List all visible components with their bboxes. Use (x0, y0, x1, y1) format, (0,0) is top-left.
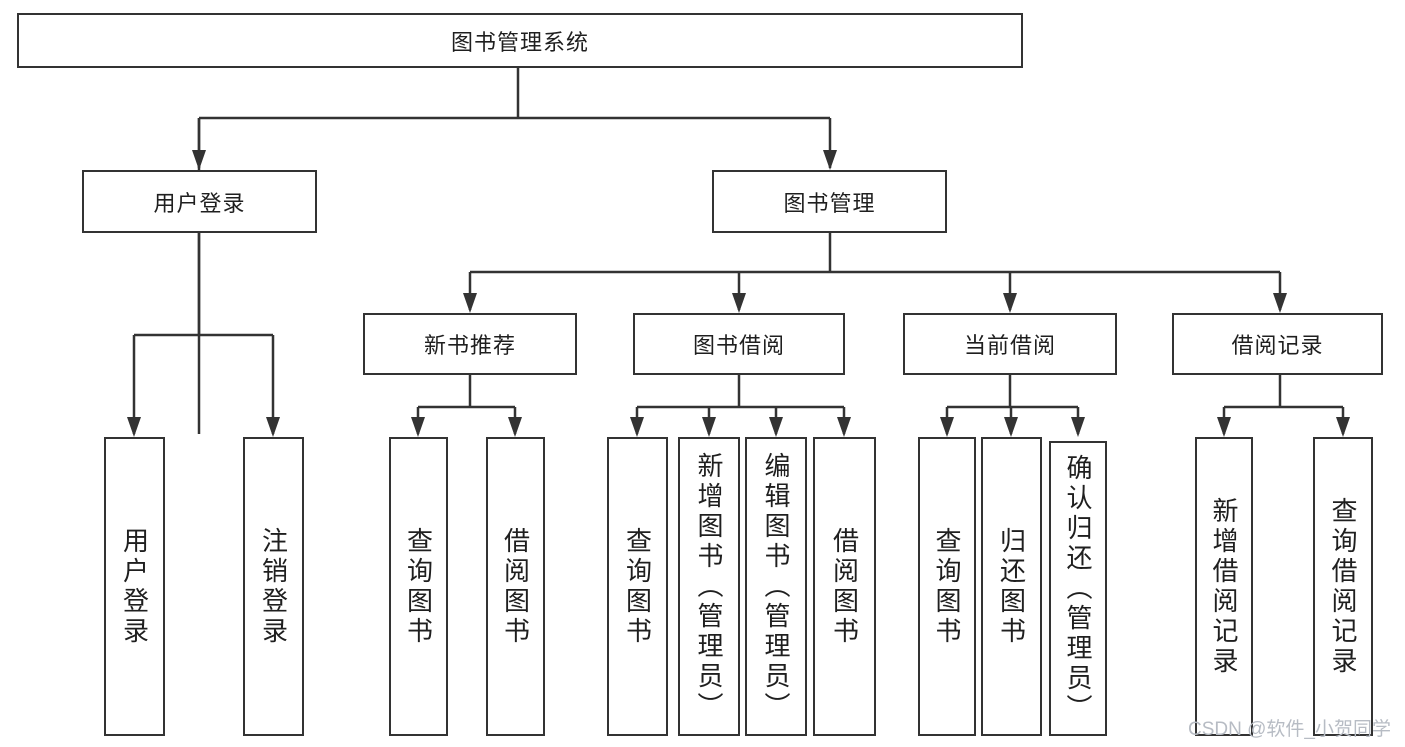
node-label: 当前借阅 (963, 333, 1056, 358)
leaf-user-login: 用户登录 (104, 437, 165, 736)
node-label: 新书推荐 (423, 333, 516, 358)
node-label: 新增借阅记录 (1209, 496, 1239, 677)
leaf-logout: 注销登录 (243, 437, 304, 736)
node-label: 图书管理 (783, 190, 876, 216)
node-book-management-branch: 图书管理 (712, 170, 947, 233)
node-label: 确认归还（管理员） (1063, 453, 1093, 724)
node-label: 查询图书 (932, 526, 962, 647)
leaf-query-books-2: 查询图书 (607, 437, 668, 736)
node-label: 借阅图书 (500, 526, 531, 647)
leaf-borrow-books-2: 借阅图书 (813, 437, 876, 736)
node-label: 注销登录 (258, 526, 289, 647)
leaf-query-books-3: 查询图书 (918, 437, 976, 736)
leaf-query-borrow-record: 查询借阅记录 (1313, 437, 1373, 736)
csdn-watermark: CSDN @软件_小贺同学 (1188, 719, 1391, 740)
leaf-return-books: 归还图书 (981, 437, 1042, 736)
leaf-edit-books-admin: 编辑图书（管理员） (745, 437, 807, 736)
node-label: 借阅图书 (829, 526, 860, 647)
node-book-borrowing: 图书借阅 (633, 313, 845, 375)
node-label: 查询图书 (403, 526, 434, 647)
node-current-borrowing: 当前借阅 (903, 313, 1117, 375)
leaf-borrow-books-1: 借阅图书 (486, 437, 545, 736)
node-library-management-system: 图书管理系统 (17, 13, 1023, 68)
node-label: 归还图书 (996, 526, 1027, 647)
node-new-book-recommendation: 新书推荐 (363, 313, 577, 375)
leaf-add-borrow-record: 新增借阅记录 (1195, 437, 1253, 736)
node-label: 借阅记录 (1231, 333, 1324, 358)
node-borrowing-records: 借阅记录 (1172, 313, 1383, 375)
leaf-query-books-1: 查询图书 (389, 437, 448, 736)
node-label: 查询借阅记录 (1328, 496, 1358, 677)
node-label: 编辑图书（管理员） (761, 451, 791, 722)
leaf-confirm-return-admin: 确认归还（管理员） (1049, 441, 1107, 736)
leaf-add-books-admin: 新增图书（管理员） (678, 437, 740, 736)
node-label: 用户登录 (119, 526, 150, 647)
node-user-login-branch: 用户登录 (82, 170, 317, 233)
node-label: 图书借阅 (692, 333, 785, 358)
node-label: 新增图书（管理员） (694, 451, 724, 722)
node-label: 图书管理系统 (450, 29, 589, 55)
node-label: 查询图书 (622, 526, 653, 647)
node-label: 用户登录 (153, 190, 246, 216)
